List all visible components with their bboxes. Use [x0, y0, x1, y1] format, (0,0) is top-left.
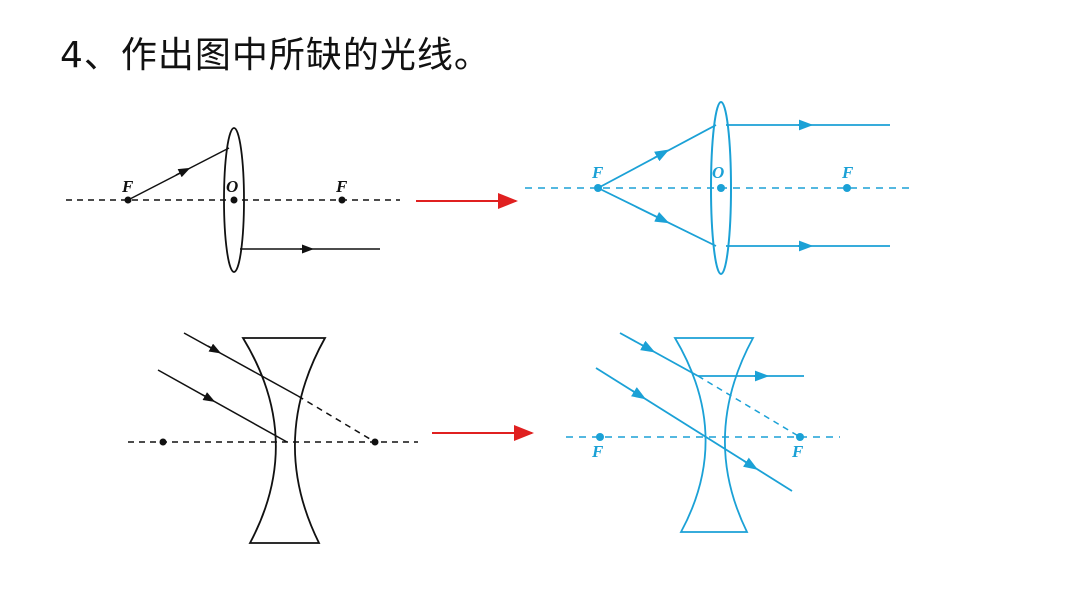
convex-lens — [223, 127, 245, 273]
extension-line — [297, 395, 376, 443]
focus-point-left — [159, 438, 167, 446]
center-label: O — [712, 163, 724, 182]
optical-center — [717, 184, 725, 192]
focus-label-left: F — [591, 442, 604, 461]
focus-point-left — [596, 433, 604, 441]
concave-lens-question — [128, 332, 418, 544]
convex-lens — [710, 101, 732, 275]
center-label: O — [226, 177, 238, 196]
focus-point-right — [338, 196, 346, 204]
focus-label-right: F — [791, 442, 804, 461]
extension-line — [697, 375, 801, 438]
focus-label-right: F — [335, 177, 348, 196]
optical-center — [230, 196, 238, 204]
convex-lens-question: F O F — [66, 127, 400, 273]
incident-ray-lower — [595, 367, 793, 492]
slide-title: 4、作出图中所缺的光线。 — [60, 35, 491, 76]
focus-label-left: F — [121, 177, 134, 196]
focus-point-right — [796, 433, 804, 441]
focus-point-right — [843, 184, 851, 192]
concave-lens — [673, 337, 755, 533]
concave-lens-answer: F F — [566, 332, 840, 533]
focus-label-right: F — [841, 163, 854, 182]
focus-label-left: F — [591, 163, 604, 182]
convex-lens-answer: F O F — [525, 101, 915, 275]
concave-lens — [241, 337, 327, 544]
incident-ray-lower — [157, 369, 288, 443]
incident-ray-upper — [619, 332, 699, 377]
incident-ray-upper — [183, 332, 299, 397]
